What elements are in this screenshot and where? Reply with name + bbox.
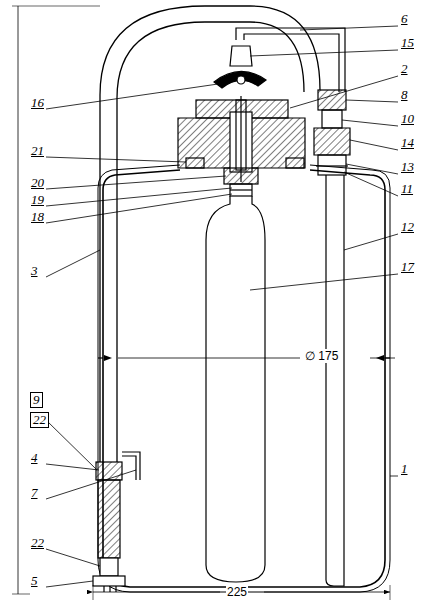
callout-number: 8 (400, 88, 409, 102)
callout-number: 6 (400, 12, 409, 26)
callout-number: 15 (400, 36, 415, 50)
dimension-label: ∅ 175 (304, 349, 339, 363)
callout-number: 1 (400, 462, 409, 476)
callout-number: 2 (400, 62, 409, 76)
callout-number: 21 (30, 144, 45, 158)
callout-number: 5 (30, 574, 39, 588)
callout-number: 9 (30, 392, 43, 408)
callout-number: 11 (400, 182, 414, 196)
callout-number: 16 (30, 96, 45, 110)
callout-number: 17 (400, 260, 415, 274)
dimension-label: 225 (226, 585, 248, 599)
callout-number: 7 (30, 486, 39, 500)
callout-number: 19 (30, 193, 45, 207)
callout-number: 3 (30, 264, 39, 278)
callout-number: 22 (30, 536, 45, 550)
callout-number: 4 (30, 451, 39, 465)
callout-number: 13 (400, 160, 415, 174)
callout-number: 14 (400, 136, 415, 150)
callout-number: 22 (30, 412, 49, 428)
callout-number: 10 (400, 112, 415, 126)
callout-number: 18 (30, 210, 45, 224)
callout-number: 20 (30, 176, 45, 190)
callout-number: 12 (400, 220, 415, 234)
